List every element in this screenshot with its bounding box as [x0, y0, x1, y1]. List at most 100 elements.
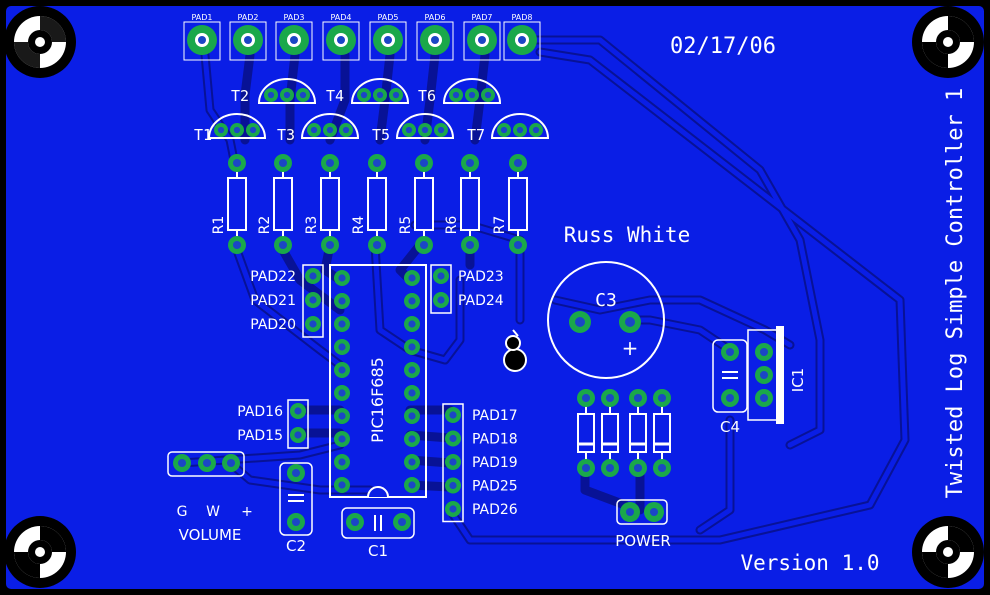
transistor [442, 78, 502, 104]
resistor [227, 154, 247, 254]
transistor-label: T6 [418, 87, 436, 105]
resistor-pin [368, 154, 386, 172]
transistor [207, 113, 267, 139]
resistor [414, 154, 434, 254]
resistor-label: R1 [211, 216, 227, 235]
resistor-pin [228, 154, 246, 172]
transistor-label: T2 [231, 87, 249, 105]
resistor-pin [274, 236, 292, 254]
transistor-pin [434, 123, 448, 137]
top-pad-outline [183, 21, 221, 61]
right-lower-pad [445, 454, 461, 470]
ic1-label: IC1 [789, 368, 807, 392]
transistor-pin [529, 123, 543, 137]
top-pad [507, 25, 537, 55]
right-upper-pad-label: PAD24 [458, 293, 504, 309]
diode-group [577, 389, 671, 477]
left-upper-pad [305, 316, 321, 332]
c3-polarity-label: + [622, 336, 639, 360]
chip-pin [404, 385, 420, 401]
diode-pin [577, 459, 595, 477]
chip-pin [404, 477, 420, 493]
mounting-hole-bottom-right [912, 516, 984, 588]
diode-pin [653, 459, 671, 477]
resistor-pin [509, 236, 527, 254]
resistor [367, 154, 387, 254]
left-lower-pad-label: PAD16 [237, 404, 283, 420]
resistor [460, 154, 480, 254]
chip-pin [404, 293, 420, 309]
top-pad-label: PAD6 [424, 13, 445, 22]
chip-pin [334, 385, 350, 401]
diode-pin [653, 389, 671, 407]
capacitor-c3: C3 + [547, 261, 665, 379]
transistor-pin [513, 123, 527, 137]
transistor-label: T1 [194, 126, 212, 144]
diode-pin [577, 389, 595, 407]
resistor-pin [274, 154, 292, 172]
top-pad-outline [463, 21, 501, 61]
transistor-pin [465, 88, 479, 102]
transistor-pin [497, 123, 511, 137]
date-label: 02/17/06 [670, 34, 776, 59]
resistor-pin [321, 154, 339, 172]
transistor-pin [373, 88, 387, 102]
left-upper-pad-label: PAD21 [250, 293, 296, 309]
version-label: Version 1.0 [740, 551, 879, 575]
transistor-pin [264, 88, 278, 102]
left-upper-pad-label: PAD22 [250, 269, 296, 285]
transistor-pin [280, 88, 294, 102]
transistor-label: T3 [277, 126, 295, 144]
right-upper-pad [433, 268, 449, 284]
chip-pin [404, 339, 420, 355]
right-upper-pad [433, 292, 449, 308]
transistor-pin [402, 123, 416, 137]
capacitor-c1: C1 [341, 507, 415, 560]
resistor-pin [415, 154, 433, 172]
chip-pin [404, 408, 420, 424]
volume-pin [198, 454, 216, 472]
top-pad-outline [369, 21, 407, 61]
chip-pin [404, 362, 420, 378]
right-lower-pad [445, 477, 461, 494]
side-pad-groups: PAD22PAD21PAD20PAD23PAD24PAD16PAD15PAD17… [237, 264, 518, 523]
right-lower-pad-label: PAD26 [472, 502, 518, 518]
capacitor-c4: C4 [712, 339, 748, 436]
chip-pin [334, 339, 350, 355]
top-pad-label: PAD7 [471, 13, 492, 22]
top-pad-outline [416, 21, 454, 61]
transistor [257, 78, 317, 104]
chip-pin [404, 454, 420, 470]
capacitor-c2: C2 [279, 462, 313, 555]
top-pad [420, 25, 450, 55]
top-pad [467, 25, 497, 55]
volume-connector: G W + VOLUME [167, 451, 253, 544]
regulator-ic1: IC1 [747, 326, 807, 424]
top-pad-outline [503, 21, 541, 61]
resistor-label: R6 [444, 216, 460, 235]
left-lower-pad-label: PAD15 [237, 428, 283, 444]
crystal-icon [503, 329, 527, 372]
chip-pin [334, 431, 350, 447]
right-lower-pad-label: PAD19 [472, 455, 518, 471]
chip-pin [334, 408, 350, 424]
diode [577, 389, 595, 477]
top-pad-outline [229, 21, 267, 61]
mounting-hole-top-left [4, 6, 76, 78]
c4-label: C4 [720, 418, 740, 436]
right-lower-pad [445, 430, 461, 447]
transistor [350, 78, 410, 104]
top-pad-outline [275, 21, 313, 61]
left-upper-pad [305, 292, 321, 308]
top-pad-label: PAD1 [191, 13, 212, 22]
transistor [300, 113, 360, 139]
resistor-label: R3 [304, 216, 320, 235]
volume-w-label: W [206, 504, 220, 520]
c2-label: C2 [286, 537, 306, 555]
transistor-label: T5 [372, 126, 390, 144]
chip-pin [334, 454, 350, 470]
resistor [273, 154, 293, 254]
